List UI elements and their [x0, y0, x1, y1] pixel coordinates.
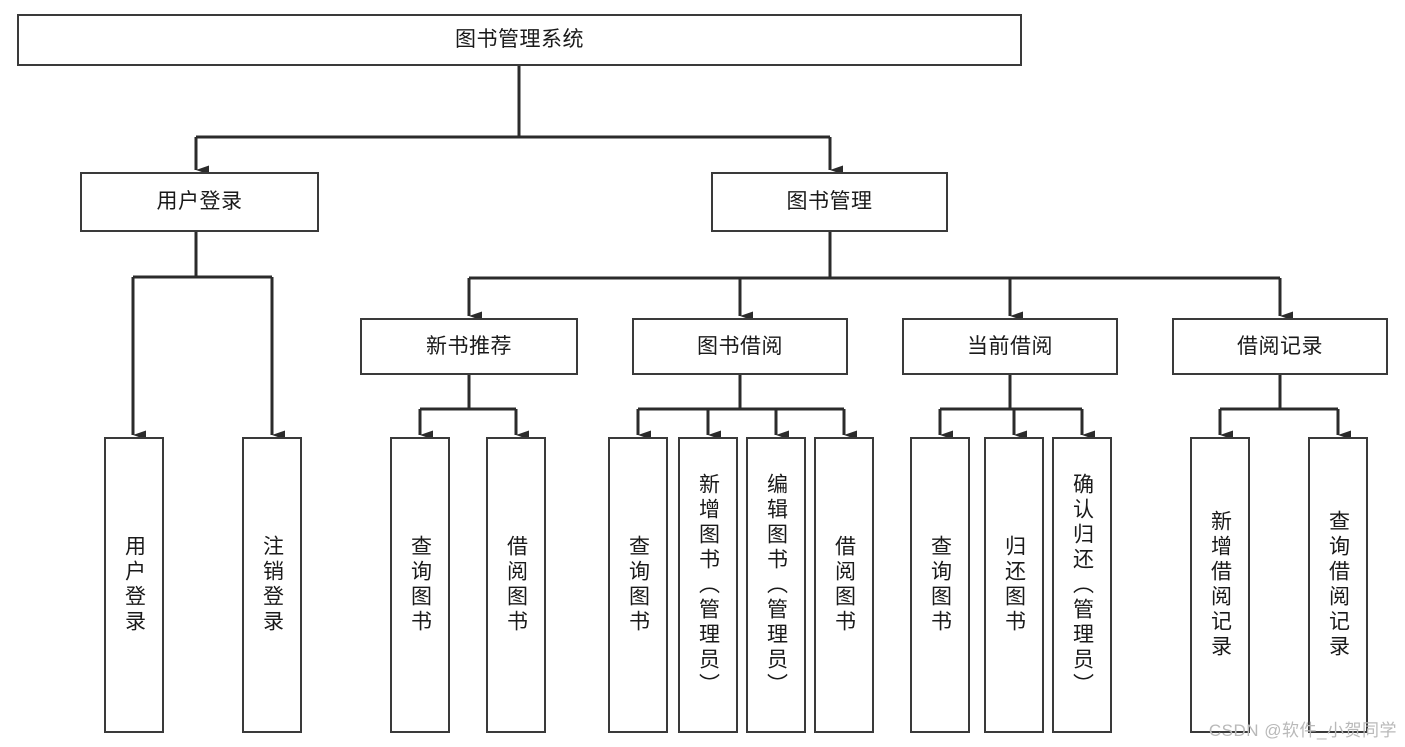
- node-book-borrow[interactable]: 图书借阅: [632, 318, 848, 375]
- node-leaf-borrow-book-1[interactable]: 借阅图书: [486, 437, 546, 733]
- node-label: 图书管理系统: [455, 28, 584, 52]
- node-label: 新书推荐: [426, 334, 512, 358]
- node-label: 图书管理: [786, 190, 873, 214]
- node-label: 新增图书（管理员）: [696, 472, 720, 698]
- node-label: 借阅图书: [832, 535, 856, 635]
- node-leaf-add-book-admin[interactable]: 新增图书（管理员）: [678, 437, 738, 733]
- node-label: 借阅图书: [504, 535, 528, 635]
- node-leaf-query-book-1[interactable]: 查询图书: [390, 437, 450, 733]
- node-leaf-borrow-book-2[interactable]: 借阅图书: [814, 437, 874, 733]
- node-leaf-query-book-3[interactable]: 查询图书: [910, 437, 970, 733]
- node-new-book-recommend[interactable]: 新书推荐: [360, 318, 578, 375]
- node-label: 确认归还（管理员）: [1070, 472, 1094, 698]
- node-label: 查询图书: [408, 535, 432, 635]
- node-book-management-system[interactable]: 图书管理系统: [17, 14, 1022, 66]
- node-label: 借阅记录: [1237, 334, 1323, 358]
- node-leaf-edit-book-admin[interactable]: 编辑图书（管理员）: [746, 437, 806, 733]
- node-leaf-query-book-2[interactable]: 查询图书: [608, 437, 668, 733]
- node-user-login[interactable]: 用户登录: [80, 172, 319, 232]
- node-leaf-logout-login[interactable]: 注销登录: [242, 437, 302, 733]
- node-label: 用户登录: [122, 535, 146, 635]
- node-leaf-add-borrow-record[interactable]: 新增借阅记录: [1190, 437, 1250, 733]
- node-label: 查询图书: [626, 535, 650, 635]
- csdn-watermark: CSDN @软件_小贺同学: [1208, 721, 1397, 740]
- node-label: 注销登录: [260, 535, 284, 635]
- node-borrow-record[interactable]: 借阅记录: [1172, 318, 1388, 375]
- node-label: 新增借阅记录: [1208, 510, 1232, 660]
- node-label: 图书借阅: [697, 334, 783, 358]
- node-leaf-return-book[interactable]: 归还图书: [984, 437, 1044, 733]
- node-label: 用户登录: [156, 190, 243, 214]
- node-label: 归还图书: [1002, 535, 1026, 635]
- node-label: 查询借阅记录: [1326, 510, 1350, 660]
- node-current-borrow[interactable]: 当前借阅: [902, 318, 1118, 375]
- node-leaf-query-borrow-record[interactable]: 查询借阅记录: [1308, 437, 1368, 733]
- node-leaf-user-login[interactable]: 用户登录: [104, 437, 164, 733]
- node-label: 当前借阅: [967, 334, 1053, 358]
- node-book-management[interactable]: 图书管理: [711, 172, 948, 232]
- node-label: 编辑图书（管理员）: [764, 472, 788, 698]
- node-leaf-confirm-return-admin[interactable]: 确认归还（管理员）: [1052, 437, 1112, 733]
- node-label: 查询图书: [928, 535, 952, 635]
